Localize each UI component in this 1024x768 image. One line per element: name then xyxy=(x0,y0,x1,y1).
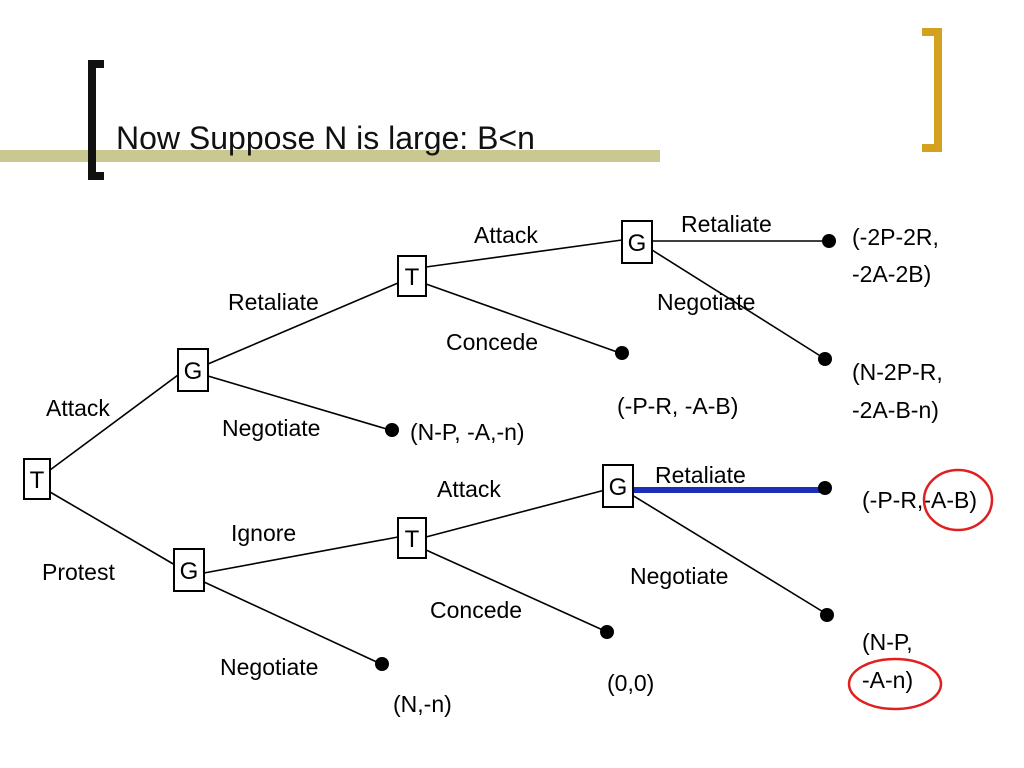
node-g-upper-box xyxy=(177,348,209,392)
edge-g-lower-ignore xyxy=(203,536,399,574)
branch-label-protest-root: Protest xyxy=(42,559,115,585)
title-accent-bar xyxy=(0,150,660,162)
payoff-top-negotiate-line2: -2A-B-n) xyxy=(852,397,939,423)
node-t-lower-label: T xyxy=(405,526,420,553)
payoff-lower-negotiate: (N,-n) xyxy=(393,691,452,717)
node-g-top-label: G xyxy=(628,230,647,257)
node-root-box xyxy=(23,458,51,500)
node-g-lower-box xyxy=(173,548,205,592)
edge-t-lower-concede xyxy=(425,549,606,632)
payoff-upper-negotiate: (N-P, -A,-n) xyxy=(410,419,525,445)
terminal-dot-lower-concede xyxy=(600,625,614,639)
edge-root-attack xyxy=(49,374,179,471)
branch-label-attack-t-upper: Attack xyxy=(474,222,538,248)
payoff-top-retaliate-line1: (-2P-2R, xyxy=(852,224,939,250)
terminal-dot-upper-concede xyxy=(615,346,629,360)
branch-label-negotiate-g-top: Negotiate xyxy=(657,289,755,315)
terminal-dot-mid-retaliate xyxy=(818,481,832,495)
edge-g-top-negotiate xyxy=(651,249,823,358)
branch-label-concede-t-upper: Concede xyxy=(446,329,538,355)
payoff-mid-negotiate-line2: -A-n) xyxy=(862,667,913,693)
node-t-upper-box xyxy=(397,255,427,297)
branch-label-negotiate-g-upper: Negotiate xyxy=(222,415,320,441)
node-root-label: T xyxy=(30,467,45,494)
branch-label-retaliate-g-top: Retaliate xyxy=(681,211,772,237)
node-g-top-box xyxy=(621,220,653,264)
edge-t-upper-concede xyxy=(425,283,621,354)
branch-label-retaliate-g-upper: Retaliate xyxy=(228,289,319,315)
payoff-upper-concede: (-P-R, -A-B) xyxy=(617,393,738,419)
terminal-dot-top-negotiate xyxy=(818,352,832,366)
node-g-upper-label: G xyxy=(184,358,203,385)
node-g-mid-label: G xyxy=(609,474,628,501)
terminal-dot-upper-negotiate xyxy=(385,423,399,437)
edge-g-upper-negotiate xyxy=(207,375,391,431)
node-t-upper-label: T xyxy=(405,264,420,291)
edge-t-lower-attack xyxy=(425,489,606,538)
title-bracket-right xyxy=(922,28,942,152)
branch-label-attack-root: Attack xyxy=(46,395,110,421)
branch-label-ignore-g-lower: Ignore xyxy=(231,520,296,546)
edge-g-lower-negotiate xyxy=(203,581,382,665)
terminal-dot-lower-negotiate xyxy=(375,657,389,671)
branch-label-negotiate-g-mid: Negotiate xyxy=(630,563,728,589)
node-t-lower-box xyxy=(397,517,427,559)
branch-label-attack-t-lower: Attack xyxy=(437,476,501,502)
payoff-lower-concede: (0,0) xyxy=(607,670,654,696)
branch-label-retaliate-g-mid: Retaliate xyxy=(655,462,746,488)
slide-title: Now Suppose N is large: B<n xyxy=(116,120,535,156)
terminal-dot-top-retaliate xyxy=(822,234,836,248)
payoff-top-negotiate-line1: (N-2P-R, xyxy=(852,359,943,385)
terminal-dot-mid-negotiate xyxy=(820,608,834,622)
edge-g-upper-retaliate xyxy=(207,282,399,365)
node-g-mid-box xyxy=(602,464,634,508)
payoff-top-retaliate-line2: -2A-2B) xyxy=(852,261,931,287)
branch-label-concede-t-lower: Concede xyxy=(430,597,522,623)
title-bracket-left xyxy=(88,60,104,180)
highlight-circle-mid-negotiate-payoff xyxy=(847,657,943,711)
payoff-mid-retaliate: (-P-R,-A-B) xyxy=(862,487,977,513)
branch-label-negotiate-g-lower: Negotiate xyxy=(220,654,318,680)
edge-t-upper-attack xyxy=(425,239,623,268)
node-g-lower-label: G xyxy=(180,558,199,585)
payoff-mid-negotiate-line1: (N-P, xyxy=(862,629,913,655)
highlight-circle-mid-retaliate-payoff xyxy=(922,468,994,532)
edge-g-mid-negotiate xyxy=(631,494,826,614)
edge-root-protest xyxy=(49,491,176,566)
